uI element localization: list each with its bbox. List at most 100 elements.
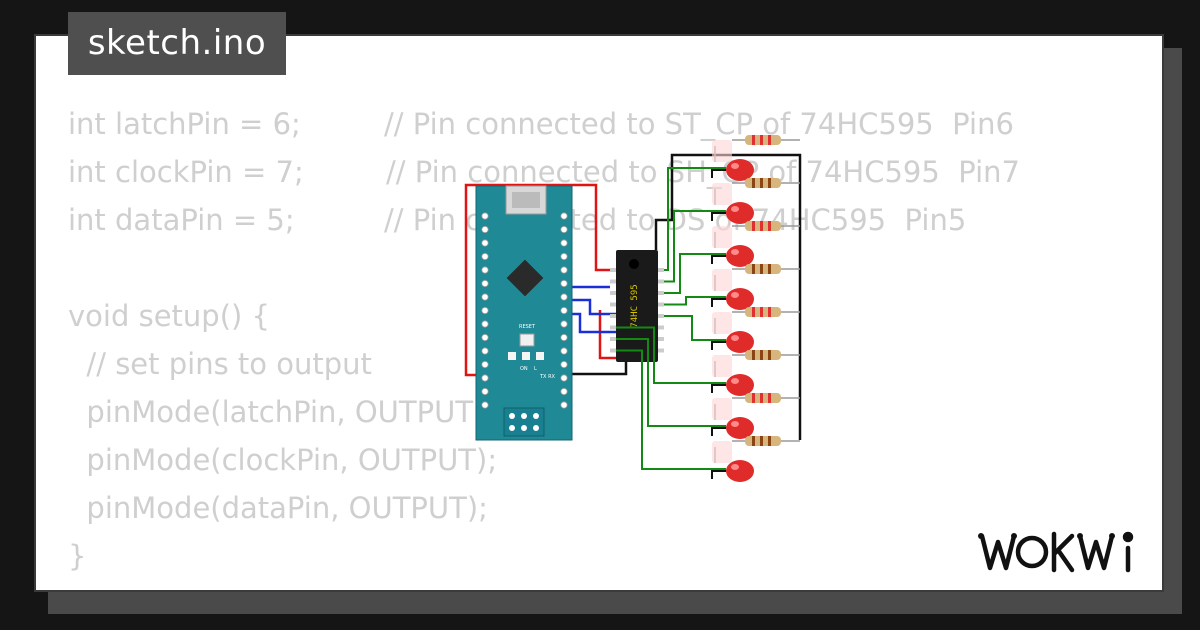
- board-pin-right: [560, 279, 568, 288]
- resistor-band: [752, 307, 755, 317]
- board-pin-right: [560, 320, 568, 328]
- led-glow: [712, 226, 732, 248]
- icsp-pin: [521, 413, 527, 419]
- reset-label: RESET: [519, 324, 536, 330]
- board-pin-left: [481, 239, 489, 247]
- wire-blue-d6: [568, 298, 616, 316]
- file-tab[interactable]: sketch.ino: [68, 12, 286, 75]
- resistor-band: [760, 221, 763, 231]
- resistor-band: [752, 135, 755, 145]
- chip-pin-left: [610, 268, 616, 272]
- led-highlight: [731, 292, 739, 298]
- wire-green-led: [616, 326, 726, 384]
- chip-pin-right: [658, 291, 664, 295]
- code-text: int clockPin = 7;: [68, 155, 304, 189]
- led: [726, 202, 754, 224]
- resistor-band: [752, 221, 755, 231]
- board-pin-left: [481, 279, 489, 288]
- code-line: pinMode(clockPin, OUTPUT);: [68, 436, 497, 484]
- resistor-band: [752, 264, 755, 274]
- wire-red-5v: [464, 183, 610, 377]
- chip-label: 74HC 595: [630, 284, 640, 327]
- circuit-diagram[interactable]: RESET ON L TX RX 74HC 595: [440, 120, 840, 490]
- led: [726, 460, 754, 482]
- wire-green-led: [664, 210, 726, 283]
- icsp-pin: [509, 425, 515, 431]
- board-pin-left: [481, 320, 489, 328]
- wire-red-vcc: [598, 310, 616, 360]
- board-pin-right: [560, 266, 568, 274]
- icsp-pin: [509, 413, 515, 419]
- chip-pin-left: [610, 348, 616, 353]
- chip-pin-right: [658, 314, 664, 318]
- code-text: void setup() {: [68, 299, 270, 333]
- wire-black-led-gnd: [711, 169, 726, 178]
- led-glow: [712, 441, 732, 463]
- led-highlight: [731, 249, 739, 255]
- board-pin-left: [481, 266, 489, 274]
- board-pin-left: [481, 374, 489, 382]
- led: [726, 159, 754, 181]
- icsp-pin: [533, 413, 539, 419]
- code-text: pinMode(dataPin, OUTPUT);: [68, 491, 488, 525]
- board-pin-right: [560, 360, 568, 369]
- code-line: void setup() {: [68, 292, 270, 340]
- board-pin-left: [481, 401, 489, 409]
- arduino-nano-board: [475, 185, 573, 441]
- code-text: int dataPin = 5;: [68, 203, 295, 237]
- resistor-band: [760, 436, 763, 446]
- chip-pin-right: [658, 337, 664, 341]
- led: [726, 288, 754, 310]
- led-glow: [712, 183, 732, 205]
- chip-pin-left: [610, 279, 616, 284]
- icsp-header: [503, 407, 545, 437]
- code-text: pinMode(clockPin, OUTPUT);: [68, 443, 498, 477]
- board-pin-right: [560, 374, 568, 382]
- led-glow: [712, 355, 732, 377]
- board-pin-left: [481, 333, 489, 342]
- code-text: }: [68, 539, 87, 573]
- board-pin-right: [560, 387, 568, 396]
- led: [726, 245, 754, 267]
- led-glow: [712, 269, 732, 291]
- wire-green-led: [616, 349, 726, 470]
- wire-black-gnd-bus: [654, 153, 802, 440]
- resistor-band: [768, 436, 771, 446]
- board-pin-left: [481, 360, 489, 369]
- board-pin-left: [481, 306, 489, 315]
- led-highlight: [731, 378, 739, 384]
- code-comment: // Pin connected to ST_CP of 74HC595 Pin…: [384, 107, 1014, 141]
- led-highlight: [731, 421, 739, 427]
- code-line: // set pins to output: [68, 340, 371, 388]
- wire-black-led-gnd: [711, 298, 726, 307]
- led-highlight: [731, 206, 739, 212]
- chip-pin-right: [658, 325, 664, 330]
- code-line: pinMode(dataPin, OUTPUT);: [68, 484, 488, 532]
- wokwi-logo-mark: [978, 531, 1134, 573]
- led: [726, 417, 754, 439]
- resistor-band: [752, 436, 755, 446]
- led-highlight: [731, 163, 739, 169]
- code-line: }: [68, 532, 86, 580]
- board-pin-left: [481, 252, 489, 261]
- resistor-band: [752, 178, 755, 188]
- board-pin-left: [481, 387, 489, 396]
- icsp-pin: [521, 425, 527, 431]
- chip-pin-right: [658, 302, 664, 307]
- code-line: int clockPin = 7;// Pin connected to SH_…: [68, 148, 1020, 196]
- code-line: pinMode(latchPin, OUTPUT);: [68, 388, 494, 436]
- wire-green-led: [664, 253, 726, 294]
- txrx-label: TX RX: [539, 374, 556, 380]
- resistor-band: [760, 307, 763, 317]
- led-highlight: [731, 464, 739, 470]
- wire-black-led-gnd: [711, 341, 726, 350]
- code-line: int dataPin = 5;// Pin connected to DS o…: [68, 196, 966, 244]
- resistor-band: [768, 350, 771, 360]
- led-highlight: [731, 335, 739, 341]
- shift-register-chip: [616, 250, 658, 362]
- chip-pin-left: [610, 291, 616, 295]
- board-pin-right: [560, 212, 568, 220]
- chip-pin-left: [610, 337, 616, 341]
- code-line: int latchPin = 6;// Pin connected to ST_…: [68, 100, 1014, 148]
- board-pin-right: [560, 293, 568, 301]
